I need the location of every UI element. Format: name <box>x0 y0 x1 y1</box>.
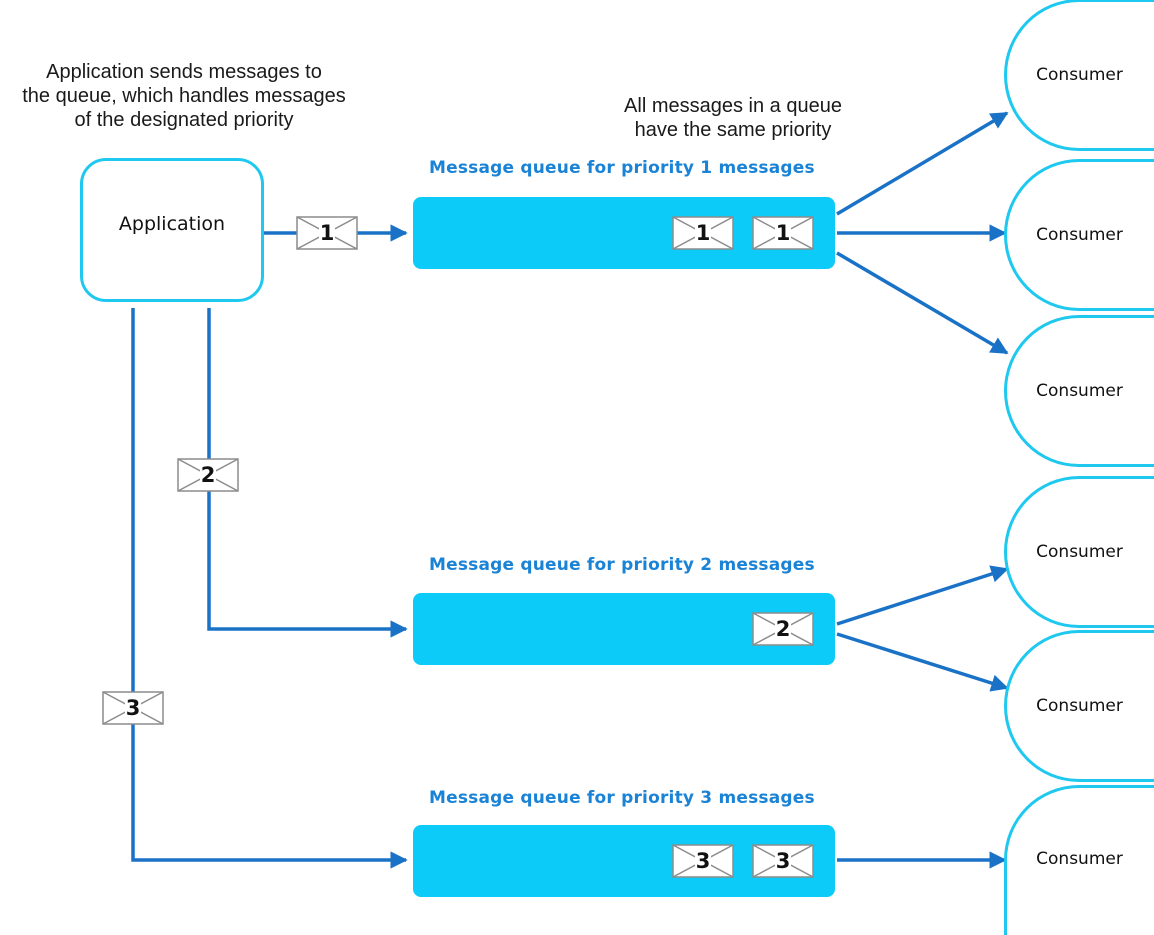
application-note-line: the queue, which handles messages <box>22 85 346 107</box>
envelope-number: 2 <box>199 463 217 487</box>
envelope-number: 3 <box>774 849 792 873</box>
application-note: Application sends messages to the queue,… <box>4 60 364 132</box>
application-label: Application <box>118 213 226 235</box>
consumer-4: Consumer <box>1004 476 1154 628</box>
queue-1-message: 1 <box>752 216 814 250</box>
consumer-5: Consumer <box>1004 630 1154 782</box>
application-note-line: of the designated priority <box>74 109 294 131</box>
arrow-queue-1-to-consumer-3 <box>836 251 1009 355</box>
application-box: Application <box>80 158 264 302</box>
consumer-label: Consumer <box>1036 381 1123 401</box>
envelope-in-transit-3: 3 <box>102 691 164 725</box>
queue-note-line: have the same priority <box>634 119 832 141</box>
arrow-queue-2-to-consumer-4 <box>836 565 1009 626</box>
envelope-number: 2 <box>774 617 792 641</box>
envelope-in-transit-2: 2 <box>177 458 239 492</box>
envelope-number: 3 <box>124 696 142 720</box>
consumer-1: Consumer <box>1004 0 1154 151</box>
consumer-label: Consumer <box>1036 65 1123 85</box>
queue-1-title: Message queue for priority 1 messages <box>429 158 815 178</box>
queue-note-line: All messages in a queue <box>624 95 842 117</box>
consumer-2: Consumer <box>1004 159 1154 311</box>
consumer-label: Consumer <box>1036 696 1123 716</box>
envelope-number: 3 <box>694 849 712 873</box>
envelope-icon <box>177 458 239 492</box>
consumer-6: Consumer <box>1004 785 1154 935</box>
queue-3-title: Message queue for priority 3 messages <box>429 788 815 808</box>
consumer-label: Consumer <box>1036 848 1123 869</box>
consumer-label: Consumer <box>1036 542 1123 562</box>
arrow-app-to-queue-2 <box>207 308 408 638</box>
queue-2-message: 2 <box>752 612 814 646</box>
envelope-number: 1 <box>318 221 336 245</box>
envelope-number: 1 <box>774 221 792 245</box>
queue-3-message: 3 <box>752 844 814 878</box>
application-note-line: Application sends messages to <box>46 61 322 83</box>
arrow-queue-1-to-consumer-1 <box>836 111 1009 216</box>
arrow-app-to-queue-3 <box>131 308 408 869</box>
queue-3-message: 3 <box>672 844 734 878</box>
queue-1-message: 1 <box>672 216 734 250</box>
envelope-in-transit-1: 1 <box>296 216 358 250</box>
consumer-3: Consumer <box>1004 315 1154 467</box>
consumer-label: Consumer <box>1036 225 1123 245</box>
arrow-queue-2-to-consumer-5 <box>836 632 1009 692</box>
envelope-icon <box>672 216 734 250</box>
queue-note: All messages in a queue have the same pr… <box>588 94 878 142</box>
queue-2-title: Message queue for priority 2 messages <box>429 555 815 575</box>
envelope-number: 1 <box>694 221 712 245</box>
